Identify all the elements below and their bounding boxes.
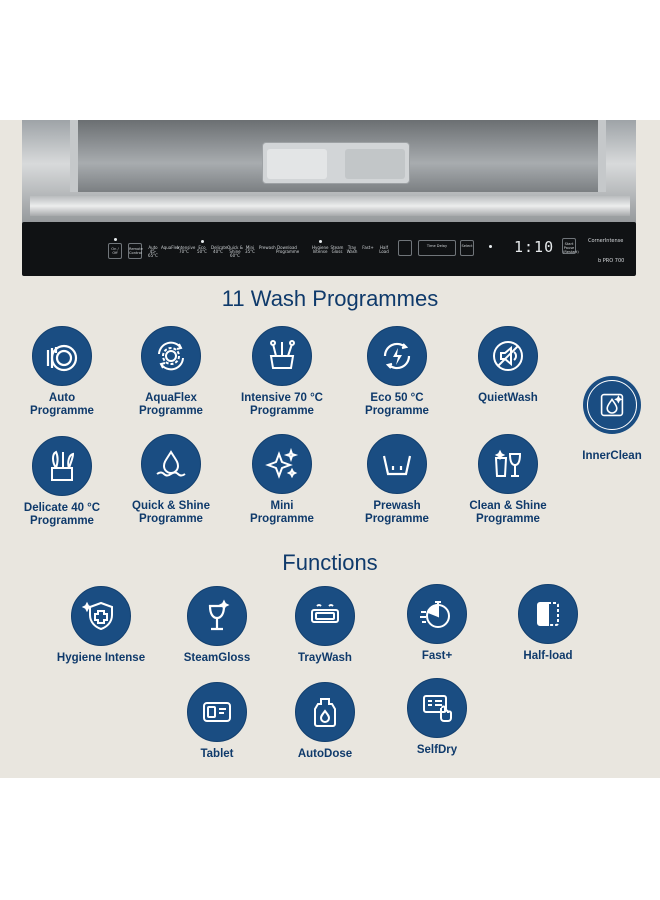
sparkle-icon	[252, 434, 312, 494]
basin-icon	[367, 434, 427, 494]
menu-button	[398, 240, 412, 256]
programme-mini-line2: Programme	[250, 513, 314, 525]
programme-quick-shine-line1: Quick & Shine	[132, 500, 210, 512]
cp-label-hygiene: Hygiene Intense	[312, 245, 329, 254]
programme-auto-line2: Programme	[30, 405, 94, 417]
cp-label-eco: Eco 50°C	[197, 245, 207, 254]
shield-icon	[71, 586, 131, 646]
brand-label: CornerIntense	[588, 238, 624, 244]
function-autodose: AutoDose	[260, 682, 390, 761]
function-steamgloss: SteamGloss	[152, 586, 282, 665]
programme-delicate-line1: Delicate 40 °C	[23, 502, 101, 514]
programme-delicate-line2: Programme	[30, 515, 94, 527]
programme-innerclean-line1: InnerClean	[582, 450, 642, 462]
function-selfdry: SelfDry	[372, 678, 502, 757]
function-half-load-label: Half-load	[523, 650, 573, 662]
touchscreen-icon	[407, 678, 467, 738]
function-hygiene-intense: Hygiene Intense	[36, 586, 166, 665]
tablet-icon	[187, 682, 247, 742]
cp-label-mini: Mini 35°C	[245, 245, 255, 254]
programme-prewash-line1: Prewash	[373, 500, 421, 512]
function-tablet-label: Tablet	[200, 748, 234, 760]
power-button: On / Off	[108, 243, 122, 259]
programme-intensive-line1: Intensive 70 °C	[241, 392, 323, 404]
mute-icon	[478, 326, 538, 386]
detergent-icon	[295, 682, 355, 742]
programme-auto-line1: Auto	[48, 392, 76, 404]
cp-label-tray: Tray Wash	[346, 245, 358, 254]
tray-icon	[295, 586, 355, 646]
eco-icon	[367, 326, 427, 386]
cp-label-steam: Steam Gloss	[330, 245, 344, 254]
programme-clean-shine-line2: Programme	[476, 513, 540, 525]
programme-innerclean: InnerClean	[547, 376, 660, 463]
programme-eco-line2: Programme	[365, 405, 429, 417]
detergent-dispenser	[262, 142, 410, 184]
programmes-heading: 11 Wash Programmes	[221, 286, 439, 311]
programme-quietwash-line1: QuietWash	[478, 392, 538, 404]
cp-label-half: Half Load	[379, 245, 389, 254]
programme-mini-line1: Mini	[270, 500, 294, 512]
cp-label-intensive: Intensive 70°C	[177, 245, 196, 254]
innerclean-icon	[583, 376, 641, 434]
programme-prewash-line2: Programme	[365, 513, 429, 525]
half-load-icon	[518, 584, 578, 644]
programme-eco-line1: Eco 50 °C	[370, 392, 424, 404]
time-delay-button: Time Delay	[418, 240, 456, 256]
dishwasher-rail	[30, 196, 630, 216]
cp-label-download: Download Programme	[276, 245, 300, 254]
programme-intensive-line2: Programme	[250, 405, 314, 417]
drop-wave-icon	[141, 434, 201, 494]
programme-quietwash: QuietWash	[443, 326, 573, 405]
function-autodose-label: AutoDose	[297, 748, 353, 760]
programme-quick-shine-line2: Programme	[139, 513, 203, 525]
plates-icon	[32, 326, 92, 386]
cp-label-delicate: Delicate 40°C	[211, 245, 228, 254]
remote-control-button: Remote Control	[128, 243, 143, 259]
function-traywash-label: TrayWash	[298, 652, 352, 664]
function-fast: Fast+	[372, 584, 502, 663]
cp-label-aquaflex: AquaFlex	[161, 245, 180, 250]
programme-aquaflex-line2: Programme	[139, 405, 203, 417]
programme-aquaflex-line1: AquaFlex	[145, 392, 197, 404]
function-selfdry-label: SelfDry	[416, 744, 458, 756]
wine-glass-icon	[187, 586, 247, 646]
utensils-icon	[32, 436, 92, 496]
programme-clean-shine-line1: Clean & Shine	[469, 500, 547, 512]
start-pause-button: Start Pause (Restart)	[562, 238, 579, 254]
function-steamgloss-label: SteamGloss	[183, 652, 251, 664]
function-hygiene-intense-label: Hygiene Intense	[56, 652, 146, 664]
aquaflex-icon	[141, 326, 201, 386]
stopwatch-icon	[407, 584, 467, 644]
function-half-load: Half-load	[483, 584, 613, 663]
cp-label-prewash: Prewash	[259, 245, 276, 250]
function-tablet: Tablet	[152, 682, 282, 761]
control-panel	[22, 222, 636, 276]
functions-heading: Functions	[282, 550, 378, 575]
glasses-icon	[478, 434, 538, 494]
cp-label-fast: Fast+	[362, 245, 374, 250]
function-traywash: TrayWash	[260, 586, 390, 665]
timer-display: 1:10	[514, 238, 555, 256]
pot-icon	[252, 326, 312, 386]
select-button: Select	[460, 240, 474, 256]
model-label: b PRO 700	[598, 258, 625, 264]
cp-label-auto: Auto 45-65°C	[148, 245, 158, 258]
function-fast-label: Fast+	[421, 650, 453, 662]
cp-label-quick-shine: Quick & Shine 60°C	[227, 245, 243, 258]
